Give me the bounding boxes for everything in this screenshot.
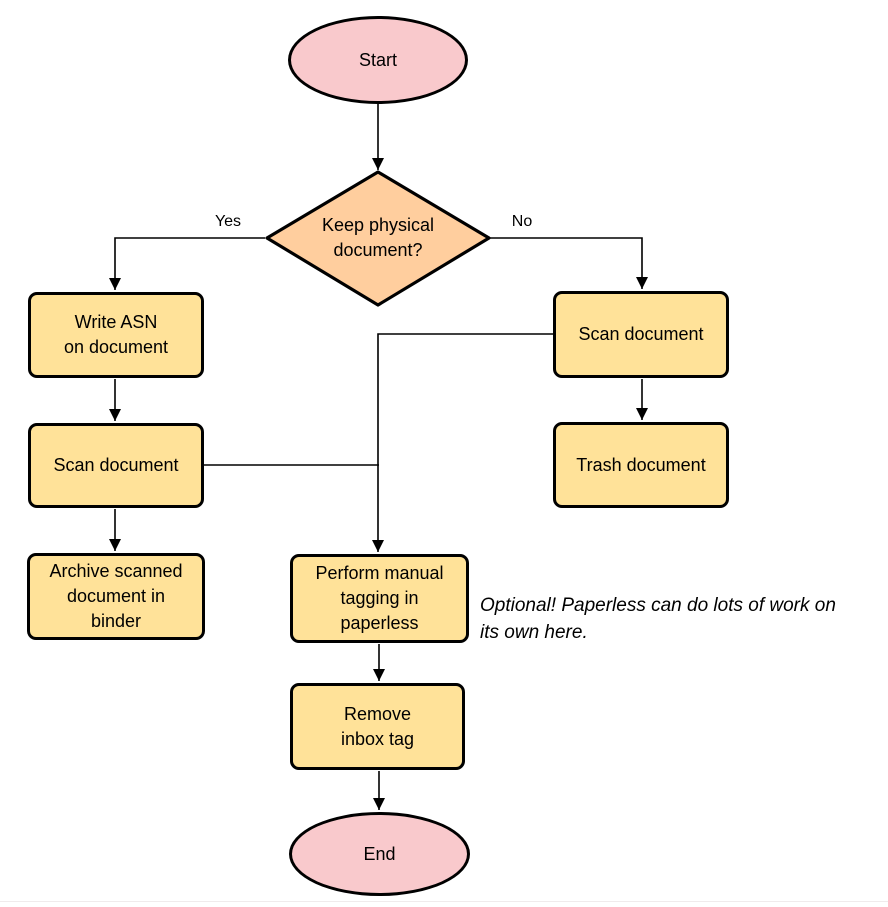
edge-label-no: No [511,213,533,230]
node-start-label: Start [358,49,397,70]
edge-decision-yes [109,237,265,290]
edge-label-yes: Yes [214,213,242,230]
node-scan-document-right: Scan document [553,291,729,378]
node-remove-inbox-tag: Remove inbox tag [290,683,465,770]
decision-diamond-shape [265,170,491,307]
edge-decision-no [488,237,648,289]
edge-scanright-to-tagging [372,333,553,552]
node-end-label: End [363,843,396,864]
bottom-divider [0,901,888,902]
node-scan-document-left: Scan document [28,423,204,508]
node-write-asn: Write ASN on document [28,292,204,378]
annotation-note: Optional! Paperless can do lots of work … [480,595,836,643]
node-trash-document: Trash document [553,422,729,508]
node-manual-tagging: Perform manual tagging in paperless [290,554,469,643]
node-start: Start [288,16,468,104]
node-end: End [289,812,470,896]
node-decision-label: Keep physical document? [321,215,435,260]
node-archive-binder: Archive scanned document in binder [27,553,205,640]
